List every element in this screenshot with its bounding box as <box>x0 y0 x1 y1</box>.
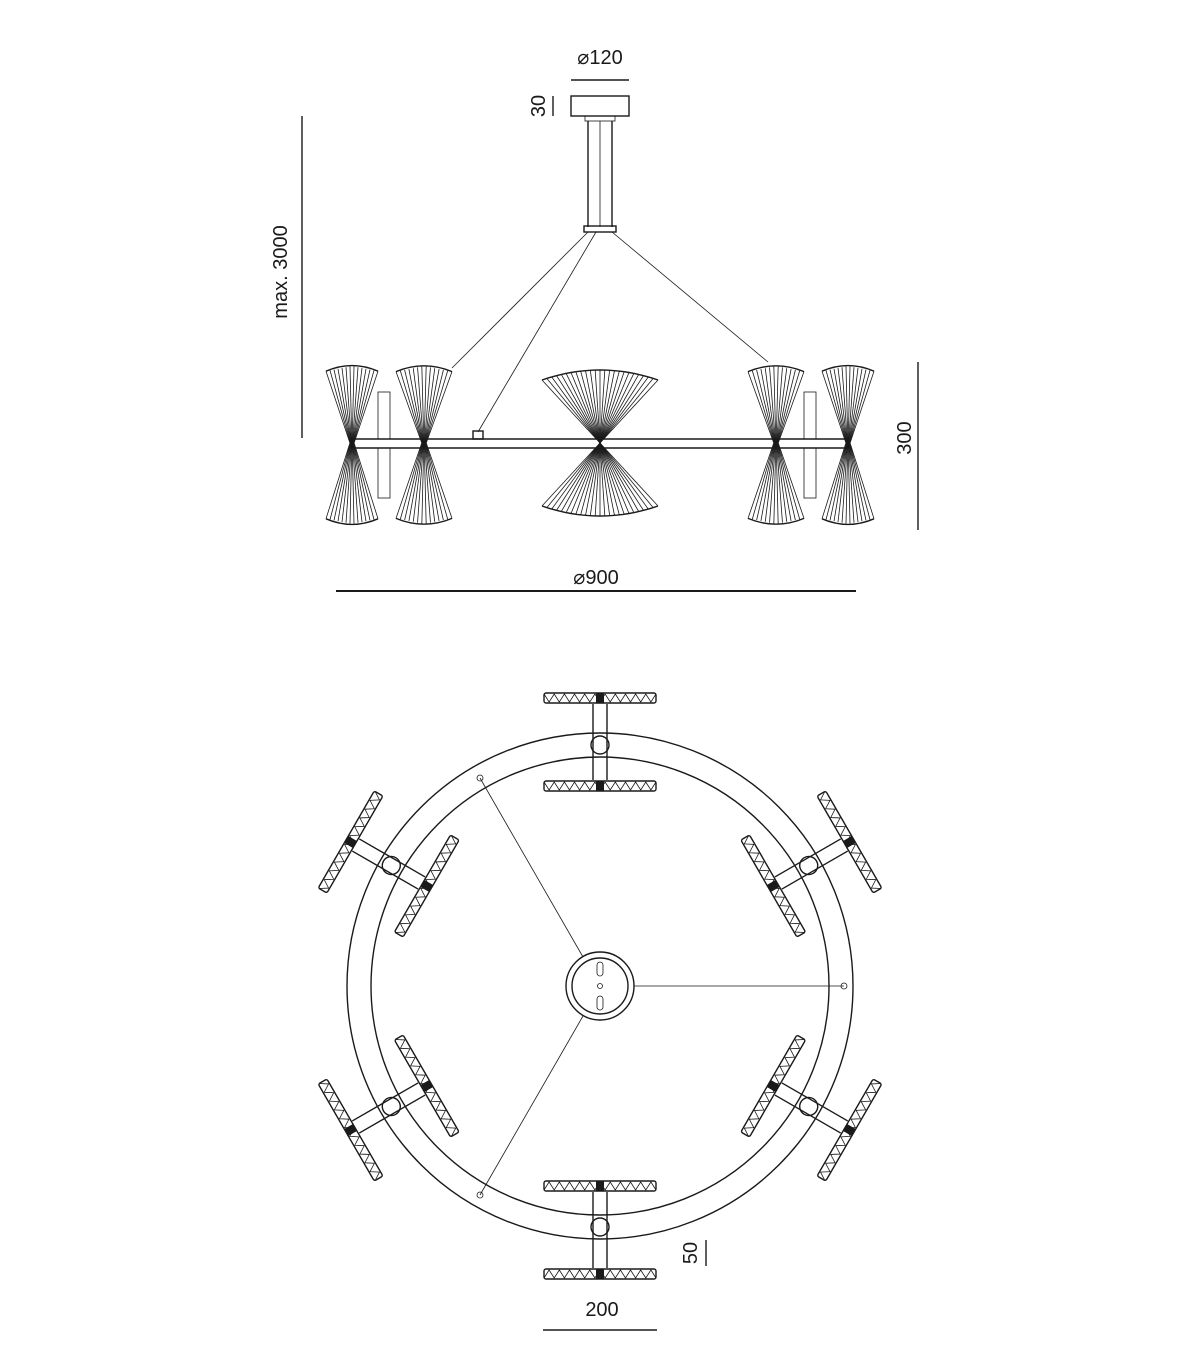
max-height-label: max. 3000 <box>270 225 292 318</box>
canopy-diameter-label: ⌀120 <box>577 47 622 69</box>
lamp-unit-lower-right <box>740 1035 882 1181</box>
dim-body-height: 300 <box>894 362 919 530</box>
overall-diameter-label: ⌀900 <box>573 567 618 589</box>
dim-canopy-height: 30 <box>528 95 554 117</box>
suspension-stem <box>583 121 617 233</box>
lamp-unit-lower-left <box>318 1035 460 1181</box>
fan-shade-right <box>747 365 805 525</box>
body-height-label: 300 <box>894 421 916 454</box>
center-hub <box>565 951 635 1021</box>
dim-overall-diameter: ⌀900 <box>336 567 856 592</box>
lamp-unit-top <box>543 692 657 792</box>
fan-shade-left <box>395 365 453 525</box>
dim-arm-height: 50 <box>680 1240 707 1266</box>
fan-shade-far-right <box>821 364 875 526</box>
suspension-cables <box>451 231 769 440</box>
lamp-unit-upper-right <box>740 791 882 937</box>
arm-height-label: 50 <box>680 1242 702 1264</box>
canopy-height-label: 30 <box>528 95 550 117</box>
plan-view: 50 200 <box>318 692 882 1331</box>
dim-shade-width: 200 <box>543 1299 657 1331</box>
dim-canopy-diameter: ⌀120 <box>571 47 629 81</box>
plan-lamp-units <box>318 692 882 1280</box>
fan-shades-side <box>325 364 875 526</box>
lamp-unit-upper-left <box>318 791 460 937</box>
outer-ring <box>346 732 854 1240</box>
side-elevation: ⌀120 30 max. 3000 300 ⌀900 <box>270 47 919 592</box>
fan-shade-center <box>541 369 659 517</box>
shade-width-label: 200 <box>585 1299 618 1321</box>
lamp-unit-bottom <box>543 1180 657 1280</box>
plan-cables <box>476 774 848 1199</box>
ceiling-canopy <box>570 95 630 117</box>
dim-max-height: max. 3000 <box>270 116 303 438</box>
fan-shade-far-left <box>325 364 379 526</box>
